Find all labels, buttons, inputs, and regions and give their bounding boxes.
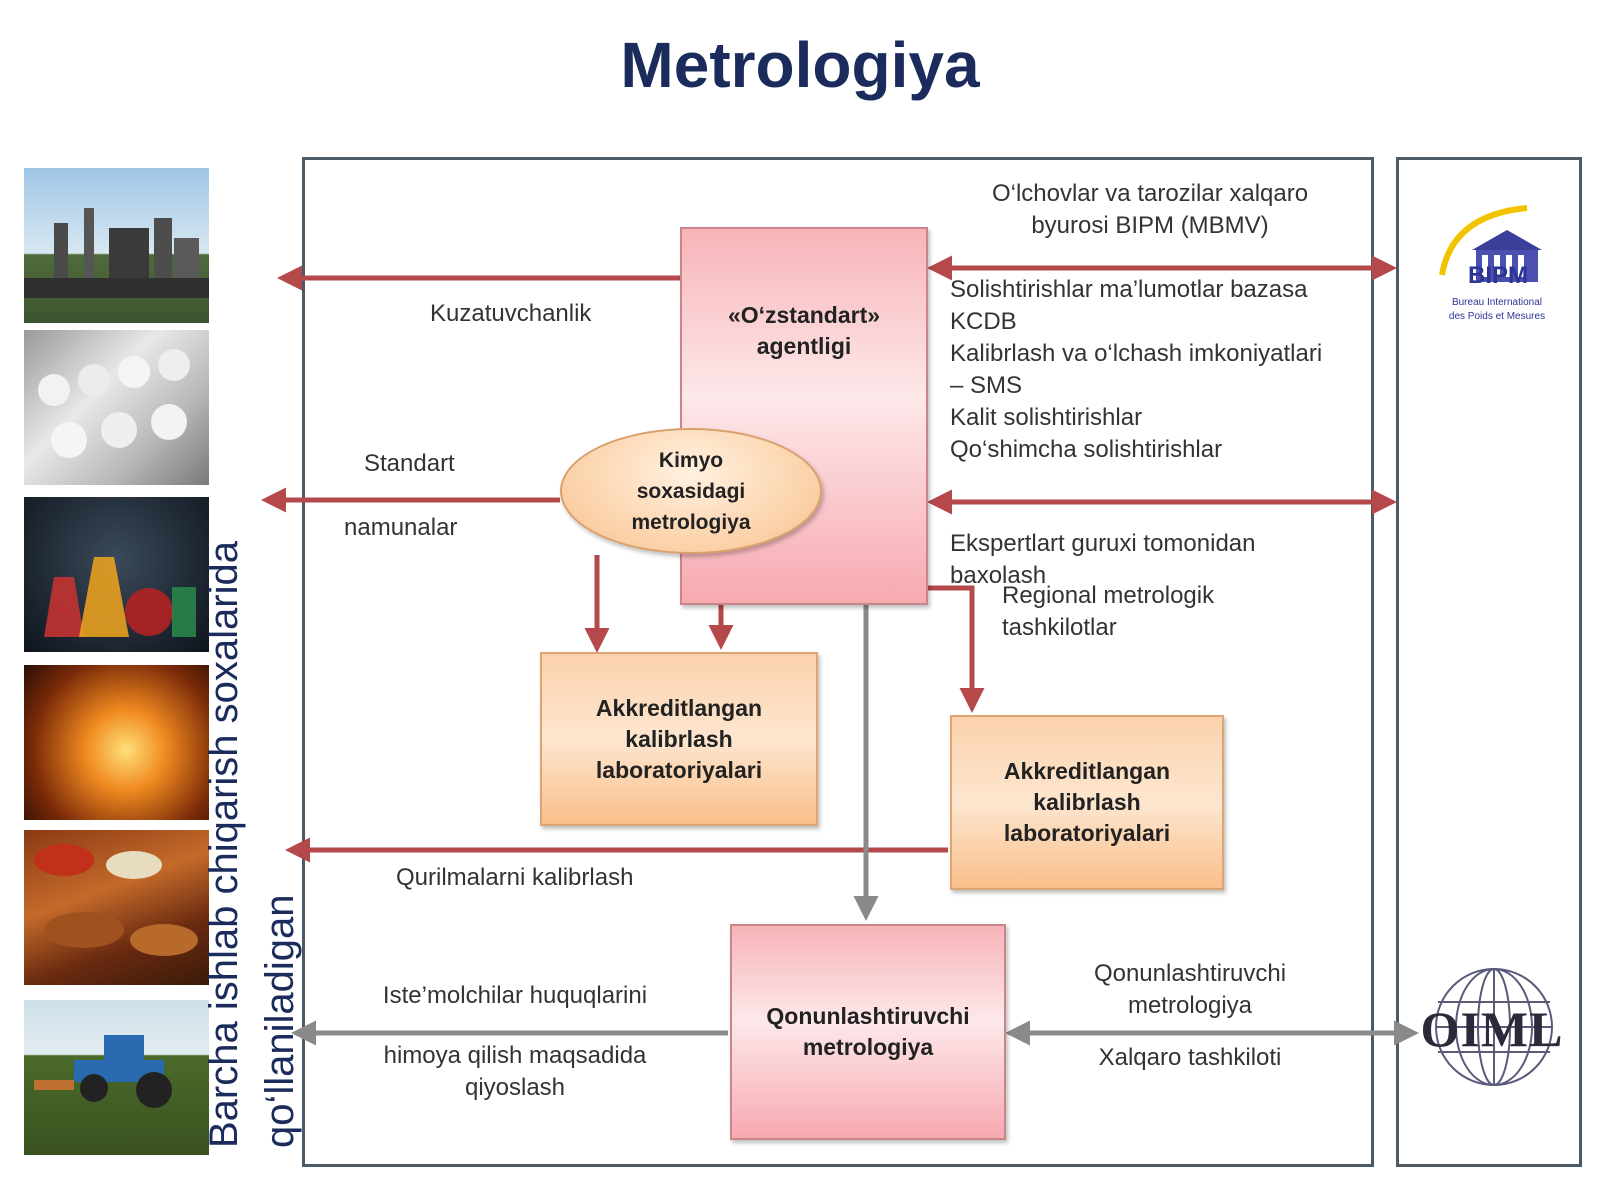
consumer-line2: himoya qilish maqsadida (383, 1042, 647, 1069)
consumer-label: Iste’molchilar huquqlarini himoya qilish… (360, 980, 670, 1104)
lab-left-box: Akkreditlangan kalibrlash laboratoriyala… (540, 652, 818, 826)
samples-label: namunalar (344, 514, 458, 541)
oiml-logo-text: OIML (1420, 1001, 1564, 1057)
kcdb-item: Kalibrlash va o‘lchash imkoniyatlari (950, 340, 1323, 367)
oiml-logo: OIML (1414, 962, 1570, 1092)
agency-box: «O‘zstandart» agentligi (680, 227, 928, 605)
bipm-name-label: O‘lchovlar va tarozilar xalqaro byurosi … (960, 178, 1340, 242)
bipm-name-line1: O‘lchovlar va tarozilar xalqaro (991, 180, 1309, 207)
bipm-name-line2: byurosi BIPM (MBMV) (1031, 212, 1269, 239)
bipm-caption-line1: Bureau International (1451, 297, 1543, 308)
bipm-logo: BIPM Bureau International des Poids et M… (1432, 200, 1562, 340)
regional-label: Regional metrologik tashkilotlar (1002, 580, 1362, 644)
lab-left-line3: laboratoriyalari (595, 756, 763, 783)
legal-line1: Qonunlashtiruvchi (766, 1003, 970, 1029)
legal-line2: metrologiya (802, 1034, 934, 1060)
laboratory-flasks-photo-icon (24, 497, 209, 652)
page-title: Metrologiya (620, 29, 980, 101)
lab-left-line1: Akkreditlangan (595, 694, 763, 721)
kcdb-item: – SMS (950, 372, 1023, 399)
lab-right-line3: laboratoriyalari (1003, 820, 1171, 846)
expert-line2: baxolash (950, 562, 1047, 589)
main-frame (302, 157, 1374, 1167)
consumer-line3: qiyoslash (464, 1074, 566, 1101)
food-photo-icon (24, 830, 209, 985)
agency-line2: agentligi (756, 333, 852, 359)
bipm-logo-text: BIPM (1468, 262, 1528, 289)
chemistry-line3: metrologiya (631, 510, 751, 534)
agency-line1: «O‘zstandart» (727, 302, 881, 328)
chemistry-line2: soxasidagi (636, 479, 746, 503)
oiml-name-line1: Qonunlashtiruvchi (1093, 960, 1287, 987)
bipm-logo-caption: Bureau International des Poids et Mesure… (1432, 296, 1562, 324)
international-frame (1396, 157, 1582, 1167)
lab-right-box: Akkreditlangan kalibrlash laboratoriyala… (950, 715, 1224, 890)
textile-spools-photo-icon (24, 330, 209, 485)
traceability-label: Kuzatuvchanlik (430, 300, 592, 327)
oiml-name-label: Qonunlashtiruvchi metrologiya Xalqaro ta… (1040, 958, 1340, 1074)
oiml-name-line3: Xalqaro tashkiloti (1098, 1044, 1282, 1071)
kcdb-item: Kalit solishtirishlar (950, 404, 1143, 431)
expert-label: Ekspertlart guruxi tomonidan baxolash (950, 528, 1370, 592)
chemistry-ellipse: Kimyo soxasidagi metrologiya (560, 428, 822, 554)
kcdb-item: Solishtirishlar ma’lumotlar bazasa (950, 276, 1308, 303)
standard-label: Standart (364, 450, 455, 477)
bipm-building-icon (1439, 205, 1542, 282)
regional-line1: Regional metrologik (1002, 582, 1215, 609)
globe-icon (1435, 968, 1553, 1086)
calibration-label: Qurilmalarni kalibrlash (396, 864, 634, 891)
lab-right-line2: kalibrlash (1033, 789, 1141, 815)
legal-metrology-box: Qonunlashtiruvchi metrologiya (730, 924, 1006, 1140)
bipm-caption-line2: des Poids et Mesures (1448, 311, 1546, 322)
kcdb-item: Qo‘shimcha solishtirishlar (950, 436, 1223, 463)
furnace-photo-icon (24, 665, 209, 820)
regional-line2: tashkilotlar (1002, 614, 1117, 641)
oiml-name-line2: metrologiya (1127, 992, 1253, 1019)
kcdb-item: KCDB (950, 308, 1017, 335)
lab-right-line1: Akkreditlangan (1003, 758, 1171, 784)
factory-photo-icon (24, 168, 209, 323)
expert-line1: Ekspertlart guruxi tomonidan (950, 530, 1256, 557)
consumer-line1: Iste’molchilar huquqlarini (382, 982, 648, 1009)
chemistry-line1: Kimyo (658, 448, 724, 472)
tractor-photo-icon (24, 1000, 209, 1155)
lab-left-line2: kalibrlash (625, 725, 733, 752)
kcdb-list: Solishtirishlar ma’lumotlar bazasa KCDB … (950, 274, 1370, 466)
regional-arrow (928, 585, 985, 713)
